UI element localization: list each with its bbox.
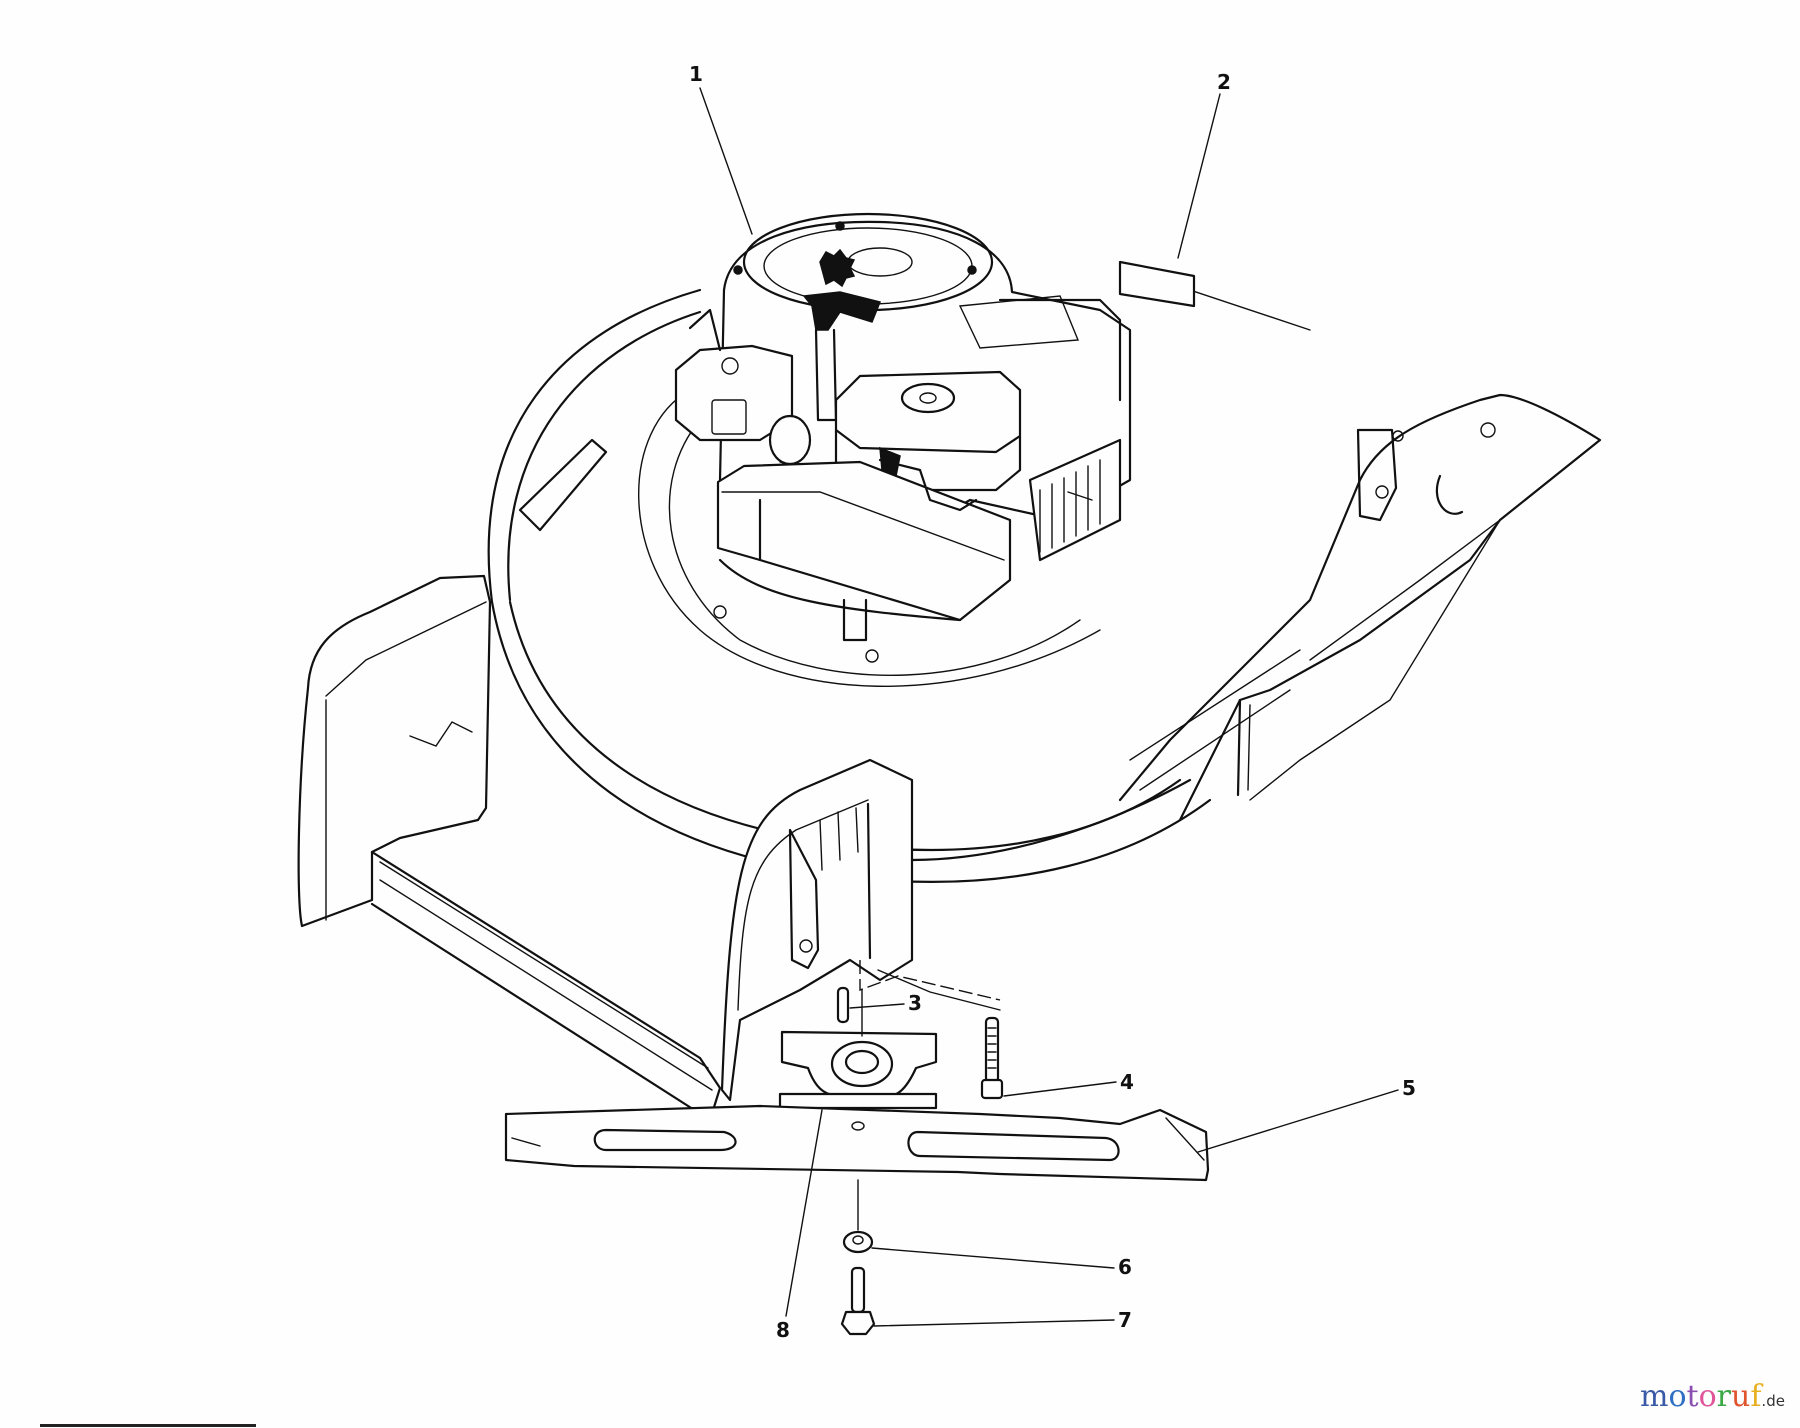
bottom-rule (40, 1424, 256, 1427)
logo-letter: t (1686, 1379, 1699, 1414)
logo-letter: o (1698, 1379, 1717, 1414)
engine (674, 212, 1132, 642)
decal-part (1118, 260, 1196, 308)
motoruf-logo: motoruf.de (1640, 1382, 1785, 1412)
logo-tld: .de (1761, 1392, 1785, 1410)
front-bumper (720, 758, 1192, 1102)
logo-letter: f (1750, 1379, 1762, 1414)
logo-letter: o (1668, 1379, 1687, 1414)
leader-lines (699, 87, 1399, 1327)
logo-letter: m (1640, 1379, 1669, 1414)
callout-7: 7 (1118, 1308, 1132, 1332)
callout-6: 6 (1118, 1255, 1132, 1279)
callout-3: 3 (908, 991, 922, 1015)
callout-2: 2 (1217, 70, 1231, 94)
logo-letter: u (1730, 1379, 1751, 1414)
mower-deck (297, 269, 1602, 1122)
blade-assembly (504, 969, 1210, 1336)
callout-5: 5 (1402, 1076, 1416, 1100)
callout-8: 8 (776, 1318, 790, 1342)
logo-letter: r (1716, 1379, 1731, 1414)
callout-1: 1 (689, 62, 703, 86)
callout-4: 4 (1120, 1070, 1134, 1094)
